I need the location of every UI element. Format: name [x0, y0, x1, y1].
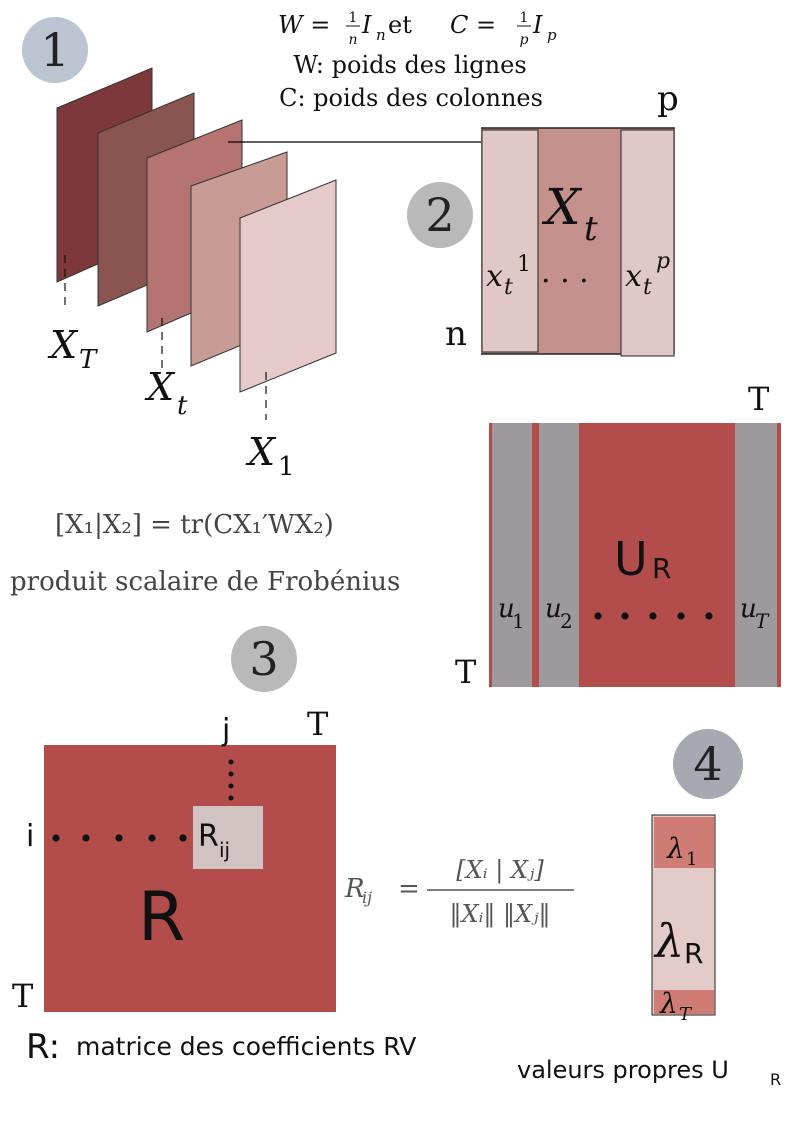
matrix-col-last — [620, 129, 675, 357]
U-col-u2 — [539, 423, 579, 687]
frac-den-n: n — [348, 32, 357, 48]
U-matrix-body — [489, 423, 781, 687]
step-number-1: 1 — [40, 23, 69, 77]
Ip: I — [532, 11, 543, 39]
U-dim-T-left: T — [455, 653, 477, 691]
matrix-Xt-sub: t — [584, 209, 598, 249]
lambda-T-cell — [654, 990, 714, 1014]
U-col-uT — [735, 423, 777, 687]
R-dim-T-top: T — [307, 705, 329, 743]
matrix-dots: . . . — [541, 255, 589, 290]
dim-p-label: p — [657, 79, 679, 119]
label-X1-sub: 1 — [278, 452, 295, 482]
col-xp-sub: t — [643, 275, 652, 300]
panel-4-labels: λ 1 λ R λ T — [653, 832, 703, 1025]
lambda-R: λ — [653, 914, 684, 968]
step-badge-3 — [231, 626, 297, 692]
panel-4-eigenvalues — [651, 814, 716, 1016]
step-number-3: 3 — [249, 632, 278, 686]
R-dots — [52, 759, 234, 842]
R-cell-ij — [193, 806, 263, 869]
step-number-2: 2 — [425, 188, 454, 242]
R-cell-sub: ij — [219, 838, 230, 862]
col-x1-sup: 1 — [517, 252, 531, 277]
layer-leader-lines — [64, 255, 267, 420]
U-dim-T-top: T — [748, 380, 770, 418]
col-xp-sup: p — [656, 249, 670, 274]
U-uT: u — [740, 594, 757, 624]
matrix-col-first — [481, 129, 539, 353]
R-caption-symbol: R: — [26, 1027, 60, 1067]
lambda-1-cell — [654, 817, 714, 868]
U-matrix-label: U — [614, 532, 648, 586]
U-uT-sub: T — [755, 609, 770, 633]
R-dim-T-left: T — [12, 977, 34, 1015]
label-XT: X — [47, 323, 79, 367]
frac-den-p: p — [520, 32, 529, 48]
header-formula: W = 1 n I n et C = 1 p I p — [278, 10, 557, 48]
Rij-lhs-sub: ij — [362, 888, 372, 907]
panel-2-labels: p n X t x t 1 . . . x t p — [445, 79, 679, 354]
lambda-1-sub: 1 — [686, 849, 697, 870]
label-Xt-sub: t — [177, 391, 188, 421]
U-u1: u — [498, 594, 515, 624]
Rij-numerator: [Xᵢ | Xⱼ] — [456, 856, 544, 885]
dim-n-label: n — [445, 314, 467, 354]
step-badge-2 — [407, 182, 473, 248]
Rij-denominator: ‖Xᵢ‖ ‖Xⱼ‖ — [450, 900, 551, 929]
row-weights-label: W: poids des lignes — [293, 51, 526, 79]
R-index-i: i — [26, 819, 34, 854]
label-X1: X — [245, 430, 277, 474]
label-Xt: X — [144, 365, 176, 409]
frac-num-2: 1 — [520, 10, 529, 26]
column-weights-label: C: poids des colonnes — [279, 84, 543, 112]
U-u1-sub: 1 — [512, 609, 525, 633]
In-sub: n — [376, 26, 386, 44]
lambda-T-sub: T — [679, 1004, 693, 1025]
Ip-sub: p — [547, 26, 557, 44]
panel-U-matrix — [489, 423, 781, 687]
Rij-formula: R ij = [Xᵢ | Xⱼ] ‖Xᵢ‖ ‖Xⱼ‖ — [344, 856, 574, 929]
et-word: et — [388, 11, 412, 39]
U-u2: u — [545, 594, 562, 624]
R-cell-label: R — [198, 819, 219, 854]
R-index-j: j — [221, 713, 230, 748]
matrix-Xt-label: X — [541, 178, 583, 236]
R-matrix-body — [44, 745, 336, 1012]
R-caption: matrice des coefficients RV — [76, 1032, 416, 1061]
step-badge-1 — [22, 17, 88, 83]
lambda-T: λ — [659, 987, 678, 1020]
col-x1: x — [486, 259, 503, 294]
panel-1-layers — [56, 67, 337, 393]
frobenius-formula: [X₁|X₂] = tr(CX₁′WX₂) — [55, 510, 334, 540]
step-number-4: 4 — [693, 737, 722, 791]
panel-1-labels: X T X t X 1 — [47, 323, 295, 482]
Rij-equals: = — [398, 874, 420, 904]
panel-2-matrix — [481, 127, 675, 357]
eigenvalues-caption: valeurs propres U — [517, 1056, 729, 1084]
eigenvalues-caption-sub: R — [770, 1070, 781, 1089]
Rij-lhs: R — [344, 874, 365, 904]
layer-X1 — [239, 179, 337, 393]
col-x1-sub: t — [504, 275, 513, 300]
formula-w: W = — [278, 11, 330, 39]
U-u2-sub: 2 — [560, 609, 573, 633]
panel-3-labels: j T i T R ij R — [12, 705, 329, 1015]
frac-num-1: 1 — [349, 10, 358, 26]
panel-U-labels: T T U R u 1 u 2 u T — [455, 380, 770, 691]
lambda-1: λ — [666, 832, 685, 865]
U-dots — [594, 612, 713, 620]
formula-c: C = — [450, 11, 496, 39]
frobenius-caption: produit scalaire de Frobénius — [10, 567, 400, 597]
step-badge-4 — [673, 729, 743, 799]
col-xp: x — [625, 259, 642, 294]
R-matrix-label: R — [138, 878, 185, 957]
U-col-u1 — [492, 423, 532, 687]
U-matrix-sub: R — [652, 552, 671, 585]
In: I — [361, 11, 372, 39]
lambda-R-sub: R — [684, 937, 703, 970]
label-XT-sub: T — [79, 345, 98, 375]
